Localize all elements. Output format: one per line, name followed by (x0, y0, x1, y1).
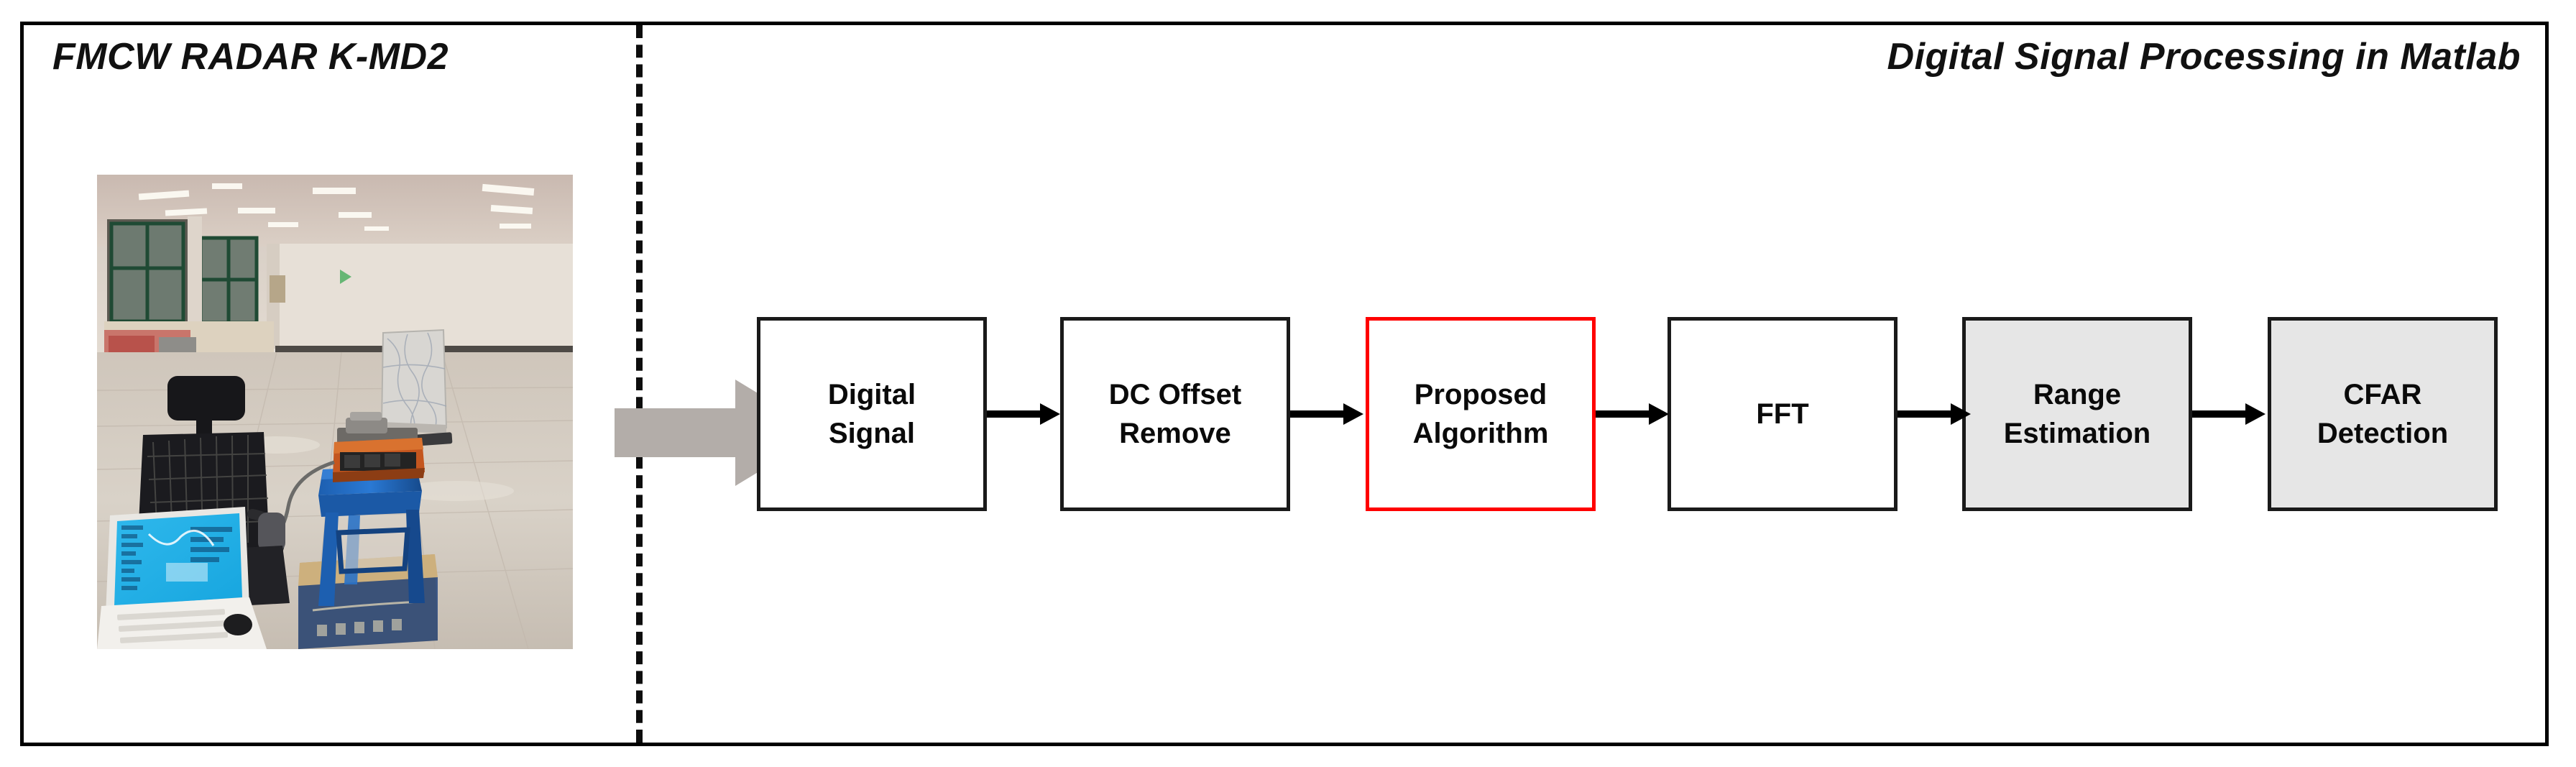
flow-box-label: Digital Signal (827, 379, 916, 449)
right-panel-title: Digital Signal Processing in Matlab (1887, 36, 2521, 78)
flow-box-dc-offset-remove[interactable]: DC Offset Remove (1060, 317, 1290, 511)
flow-box-digital-signal[interactable]: Digital Signal (757, 317, 987, 511)
connector-arrow (2192, 400, 2266, 428)
connector-arrow (1290, 400, 1363, 428)
flow-box-label: Proposed Algorithm (1412, 379, 1549, 449)
flow-box-label: Range Estimation (2003, 379, 2151, 449)
flow-box-cfar-detection[interactable]: CFAR Detection (2268, 317, 2498, 511)
flow-box-proposed-algorithm[interactable]: Proposed Algorithm (1366, 317, 1596, 511)
connector-arrow (1596, 400, 1669, 428)
flow-box-label: CFAR Detection (2317, 379, 2449, 449)
flow-box-range-estimation[interactable]: Range Estimation (1962, 317, 2192, 511)
flow-box-label: DC Offset Remove (1108, 379, 1242, 449)
connector-arrow (1898, 400, 1971, 428)
experiment-setup-photo (97, 175, 573, 649)
connector-arrow (987, 400, 1060, 428)
figure-frame: FMCW RADAR K-MD2 Digital Signal Processi… (20, 22, 2549, 746)
flow-box-fft[interactable]: FFT (1668, 317, 1898, 511)
left-panel-title: FMCW RADAR K-MD2 (52, 36, 449, 78)
panel-divider-dashed-line (636, 25, 643, 743)
flow-box-label: FFT (1756, 398, 1809, 430)
